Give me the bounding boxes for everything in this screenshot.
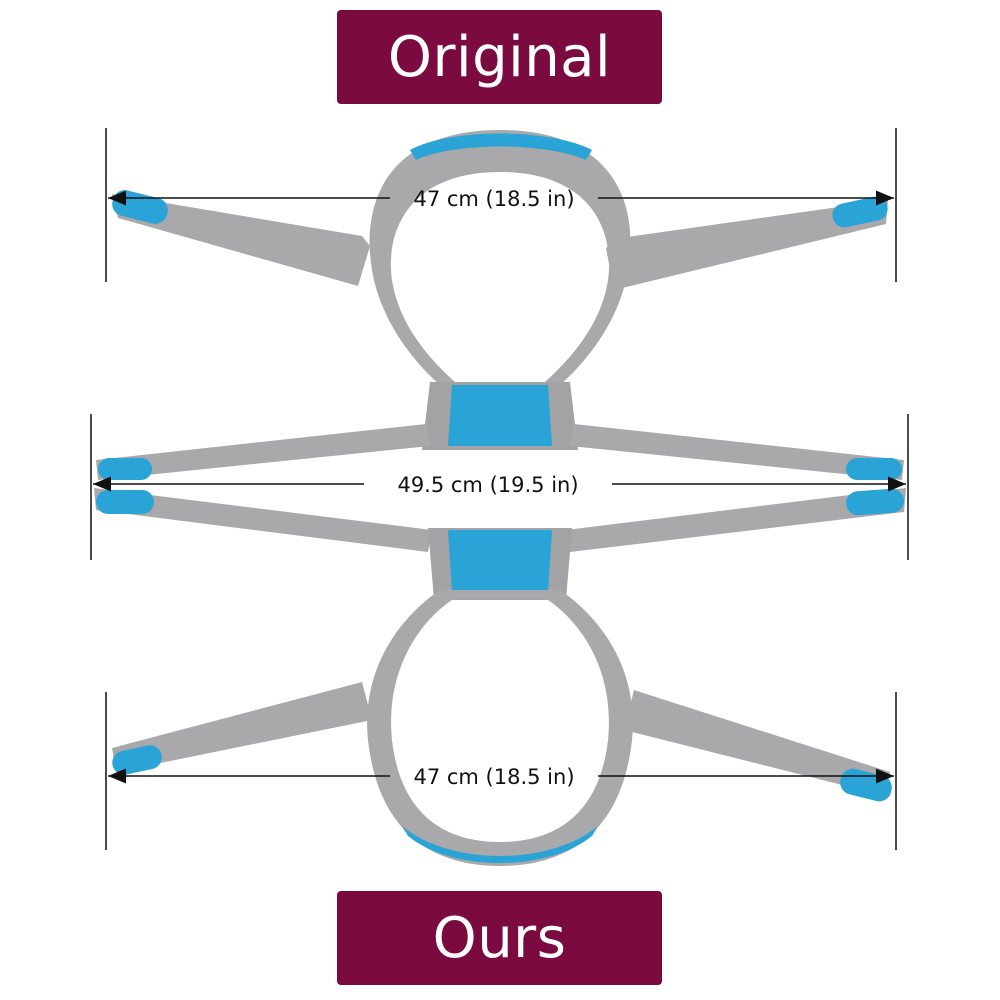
original-tab-upper-right (832, 196, 888, 228)
dimension-bottom: 47 cm (18.5 in) (105, 692, 897, 850)
ours-upper-left-strap (94, 488, 432, 552)
original-headgear (96, 130, 904, 480)
ours-lower-right-strap (624, 690, 890, 796)
ours-upper-right-strap (566, 488, 906, 552)
original-tab-lower-right (846, 458, 902, 480)
dimension-middle-label: 49.5 cm (19.5 in) (397, 473, 578, 497)
original-tab-lower-left (98, 458, 152, 480)
dimension-middle: 49.5 cm (19.5 in) (90, 414, 909, 560)
dimension-top-label: 47 cm (18.5 in) (413, 187, 574, 211)
ours-tab-upper-left (96, 490, 154, 514)
original-ring (369, 130, 631, 385)
ours-ring (367, 590, 633, 866)
ours-center-blue (448, 530, 552, 592)
ours-headgear (94, 488, 906, 866)
original-lower-right-strap (570, 424, 904, 480)
original-ring-blue-band (410, 133, 592, 160)
original-upper-left-strap (112, 194, 370, 286)
ours-tab-lower-left (112, 745, 162, 775)
ours-lower-left-strap (112, 682, 372, 772)
original-lower-left-strap (96, 424, 430, 480)
dimension-bottom-label: 47 cm (18.5 in) (413, 765, 574, 789)
ours-banner: Ours (337, 891, 662, 985)
original-center-blue (448, 385, 552, 446)
ours-tab-upper-right (846, 488, 904, 516)
dimension-top: 47 cm (18.5 in) (105, 128, 897, 282)
ours-ring-blue-band (402, 826, 598, 863)
original-upper-right-strap (606, 200, 888, 290)
original-banner: Original (337, 10, 662, 104)
